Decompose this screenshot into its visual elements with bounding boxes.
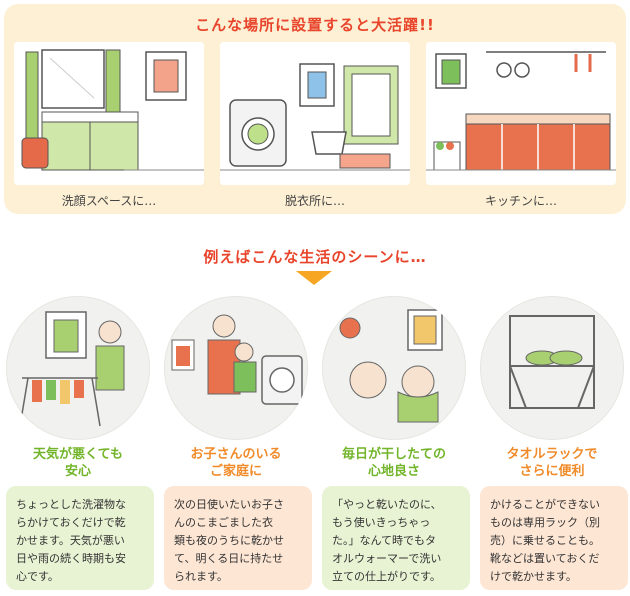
scenes-title: 例えばこんな生活のシーンに… — [203, 248, 427, 266]
kitchen-caption: キッチンに… — [484, 194, 557, 208]
scene-4-title: タオルラックで さらに便利 — [506, 447, 598, 479]
scene-2-description: 次の日使いたいお子さ んのこまごました衣 類も夜のうちに乾かせ て、明くる日に持… — [164, 486, 312, 590]
towel-rack-scene-illustration — [480, 296, 624, 440]
scene-2-title: お子さんのいる ご家庭に — [190, 447, 282, 479]
scene-1-title: 天気が悪くても 安心 — [33, 447, 123, 479]
rainy-day-scene-illustration — [6, 296, 150, 440]
washroom-caption: 洗顔スペースに… — [61, 194, 157, 208]
locations-title: こんな場所に設置すると大活躍!! — [195, 16, 435, 34]
locations-panel: こんな場所に設置すると大活躍!! 洗顔スペースに… — [4, 4, 626, 214]
children-scene-illustration — [164, 296, 308, 440]
scene-4-description: かけることができない ものは専用ラック（別 売）に乗せることも。 靴などは置いて… — [480, 486, 628, 590]
dressing-room-illustration — [220, 42, 410, 185]
dressing-room-caption: 脱衣所に… — [284, 194, 345, 208]
fresh-towel-scene-illustration — [322, 296, 466, 440]
scene-1-description: ちょっとした洗濯物な らかけておくだけで乾 かせます。天気が悪い 日や雨の続く時… — [6, 486, 154, 590]
scene-3-description: 「やっと乾いたのに、 もう使いきっちゃっ た。」なんて時でもタ オルウォーマーで… — [322, 486, 470, 590]
scene-3-title: 毎日が干したての 心地良さ — [341, 447, 446, 479]
kitchen-illustration — [426, 42, 616, 185]
washroom-illustration — [14, 42, 204, 185]
down-arrow-icon — [296, 271, 332, 285]
